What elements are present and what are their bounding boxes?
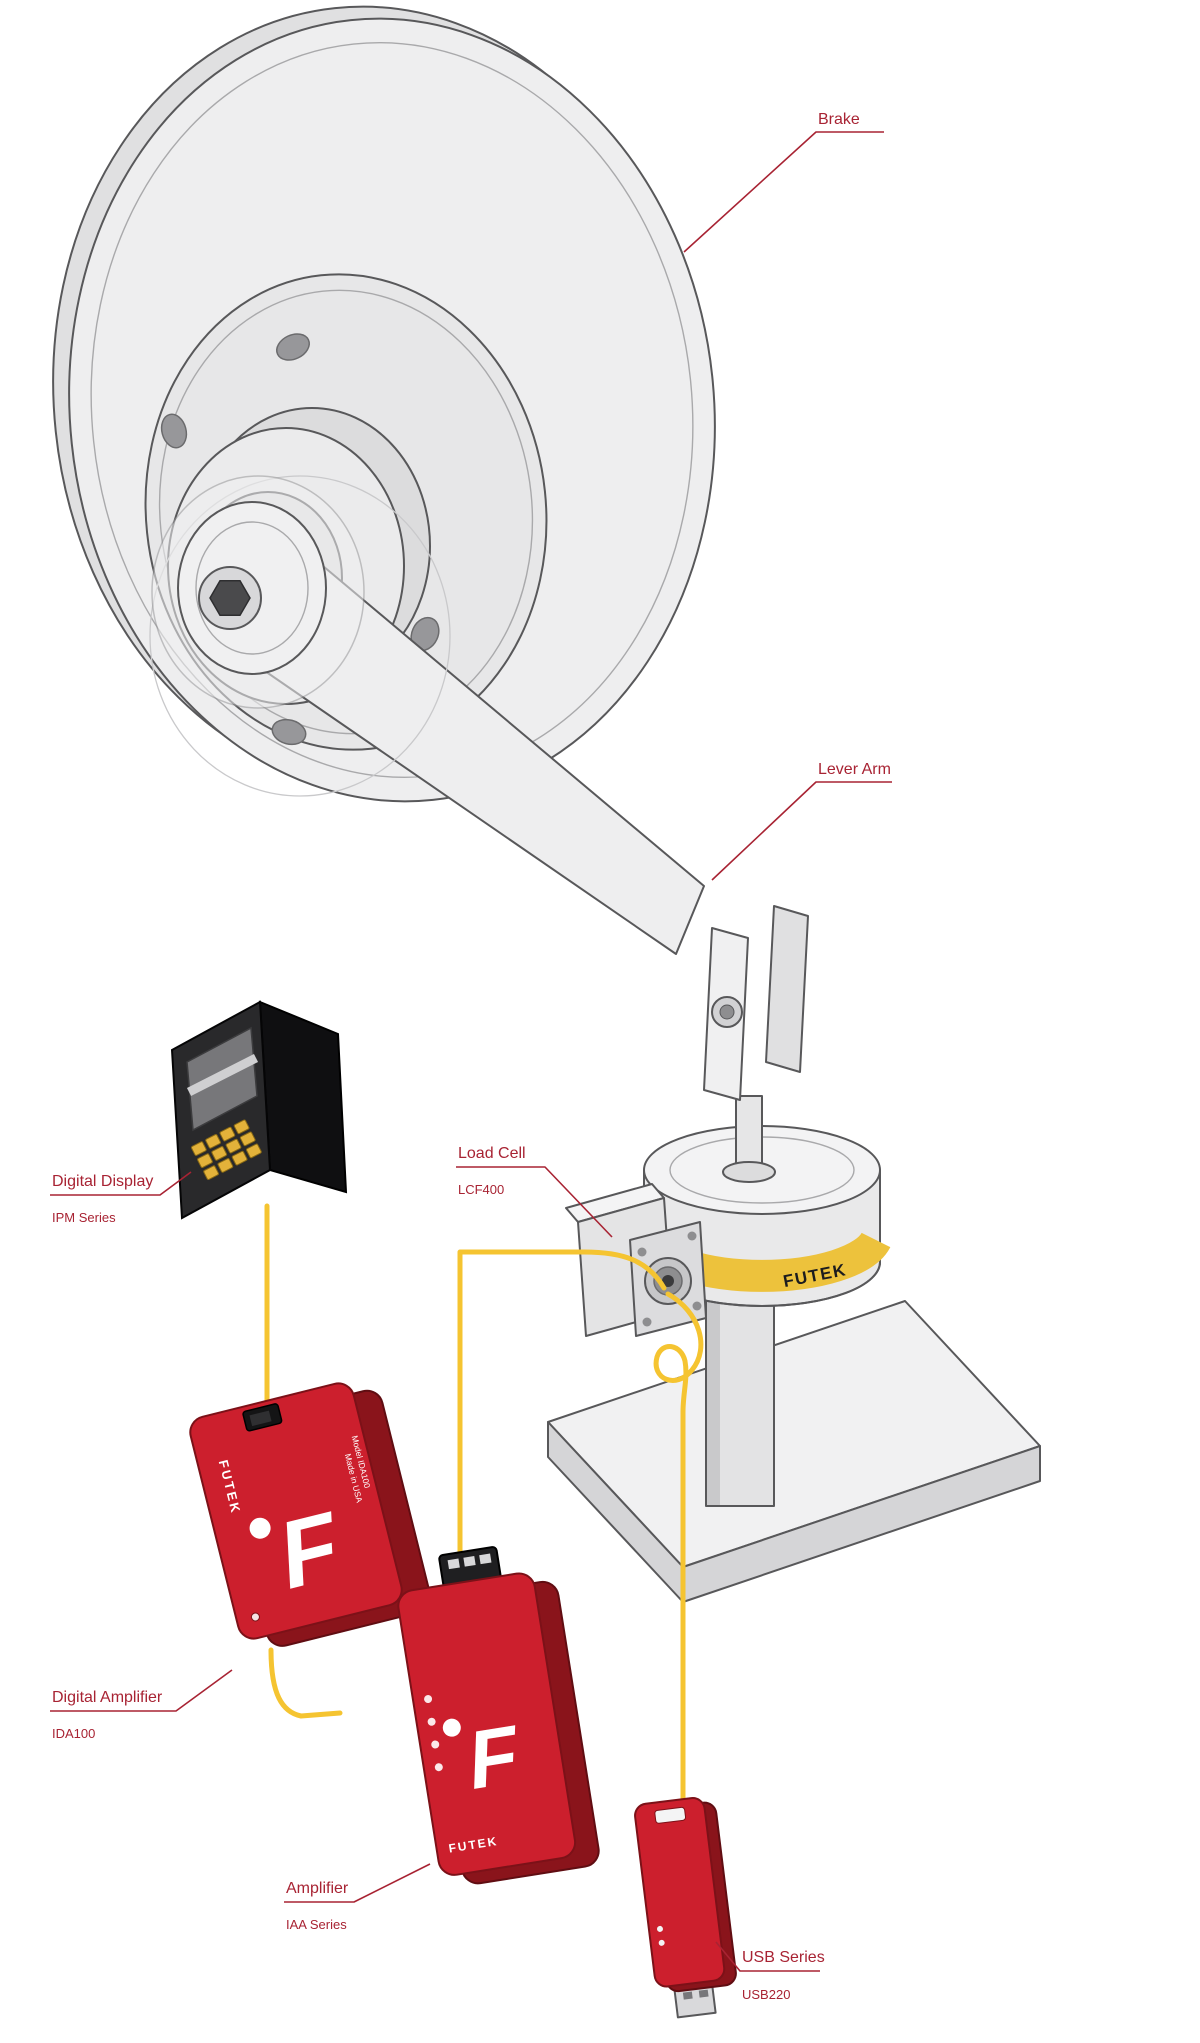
ida100-logo-dot (249, 1517, 271, 1539)
callout-digital-display-label: Digital Display (52, 1173, 153, 1190)
lever-arm (149, 475, 705, 955)
keypad-key (217, 1158, 234, 1173)
flange-bolt (692, 1301, 702, 1311)
callout-usb-label: USB Series (742, 1949, 825, 1966)
iaa-front-panel (397, 1572, 577, 1876)
callout-brake-label: Brake (818, 111, 860, 128)
callout-load-cell-label: Load Cell (458, 1145, 526, 1162)
callout-lever-arm-leader (711, 781, 892, 881)
usb-front-shell (634, 1797, 726, 1988)
callout-digital-amplifier: Digital Amplifier IDA100 (50, 1669, 233, 1741)
callout-usb-leader (715, 1941, 820, 1972)
callout-digital-amplifier-label: Digital Amplifier (52, 1689, 163, 1706)
rod-boss (722, 1161, 776, 1183)
keypad-key (203, 1165, 219, 1180)
callout-digital-amplifier-leader (50, 1669, 233, 1712)
bolt-hole (160, 413, 188, 449)
hex-socket (209, 579, 251, 617)
wire-loadcell-to-usb (653, 1291, 704, 1809)
callout-digital-display-model: IPM Series (52, 1210, 116, 1225)
wires (264, 1203, 704, 1809)
keypad-key (231, 1150, 248, 1166)
callout-lever-arm-label: Lever Arm (818, 761, 891, 778)
callout-digital-amplifier-model: IDA100 (52, 1726, 95, 1741)
bolt-hole (276, 333, 310, 361)
usb-lanyard-slot (654, 1806, 687, 1824)
callout-load-cell-model: LCF400 (458, 1182, 504, 1197)
iaa-connector-pin (479, 1553, 492, 1565)
shaft-ring (195, 521, 309, 655)
callout-usb: USB Series USB220 (715, 1941, 825, 2002)
keypad-key (191, 1141, 207, 1156)
callout-amplifier: Amplifier IAA Series (284, 1863, 431, 1932)
iaa-led (424, 1695, 433, 1704)
callout-lever-arm: Lever Arm (711, 761, 892, 881)
callout-amplifier-label: Amplifier (286, 1880, 349, 1897)
ida100-front-panel (189, 1382, 403, 1640)
iaa-connector-pin (447, 1558, 460, 1570)
flange-bolt (637, 1247, 647, 1257)
callout-digital-display: Digital Display IPM Series (50, 1171, 192, 1225)
iaa-led (431, 1740, 440, 1749)
digital-display-ipm (170, 1000, 348, 1220)
usb-stick-usb220 (634, 1797, 737, 2019)
ida100-pinhole (250, 1612, 260, 1622)
keypad-key (211, 1146, 228, 1161)
display-screen-stripe (186, 1053, 259, 1097)
flange-bolts (637, 1231, 702, 1327)
flange-bolt (642, 1317, 652, 1327)
clevis-pin-center (719, 1004, 735, 1020)
usb-connector-slot (682, 1991, 693, 2000)
wire-ida100-bottom (268, 1647, 343, 1719)
pedestal-shade (707, 1301, 720, 1505)
iaa-led (434, 1763, 443, 1772)
pivot-ghost-circle (149, 475, 451, 797)
bolt-holes (160, 333, 440, 746)
callout-brake: Brake (683, 111, 884, 253)
cable-connector-core (662, 1275, 674, 1287)
clevis-far-plate (765, 905, 809, 1073)
pedestal (705, 1299, 775, 1507)
usb-led-dot (658, 1939, 665, 1946)
keypad-key (205, 1134, 221, 1149)
callout-digital-display-leader (50, 1171, 192, 1196)
keypad-key (233, 1119, 250, 1135)
amplifier-iaa: F FUTEK (397, 1546, 600, 1885)
clevis (703, 905, 809, 1101)
iaa-led (427, 1717, 436, 1726)
callout-amplifier-leader (284, 1863, 431, 1903)
display-keypad (191, 1119, 262, 1180)
keypad-key (246, 1143, 262, 1159)
usb-led-dot (656, 1925, 663, 1932)
threaded-rod (735, 1095, 763, 1173)
keypad-key (219, 1126, 236, 1142)
keypad-key (225, 1138, 242, 1154)
iaa-connector-pin (463, 1556, 476, 1567)
callout-load-cell: Load Cell LCF400 (456, 1145, 613, 1238)
callout-usb-model: USB220 (742, 1987, 790, 2002)
display-side-face (258, 1000, 348, 1194)
callout-load-cell-leader (456, 1166, 613, 1238)
mounting-plate (547, 1300, 1041, 1603)
ida100-window-inner (249, 1410, 272, 1427)
usb-connector-slot (698, 1989, 709, 1998)
keypad-key (239, 1131, 256, 1147)
callout-amplifier-model: IAA Series (286, 1917, 347, 1932)
digital-amplifier-ida100: FUTEK F Model IDA100 Made in USA (189, 1382, 432, 1647)
iaa-logo-dot (442, 1718, 461, 1737)
callout-brake-leader (683, 131, 884, 253)
bolt-hole (271, 718, 307, 746)
wire-loadcell-to-iaa (457, 1249, 667, 1589)
flange-bolt (687, 1231, 697, 1241)
keypad-key (197, 1153, 213, 1168)
